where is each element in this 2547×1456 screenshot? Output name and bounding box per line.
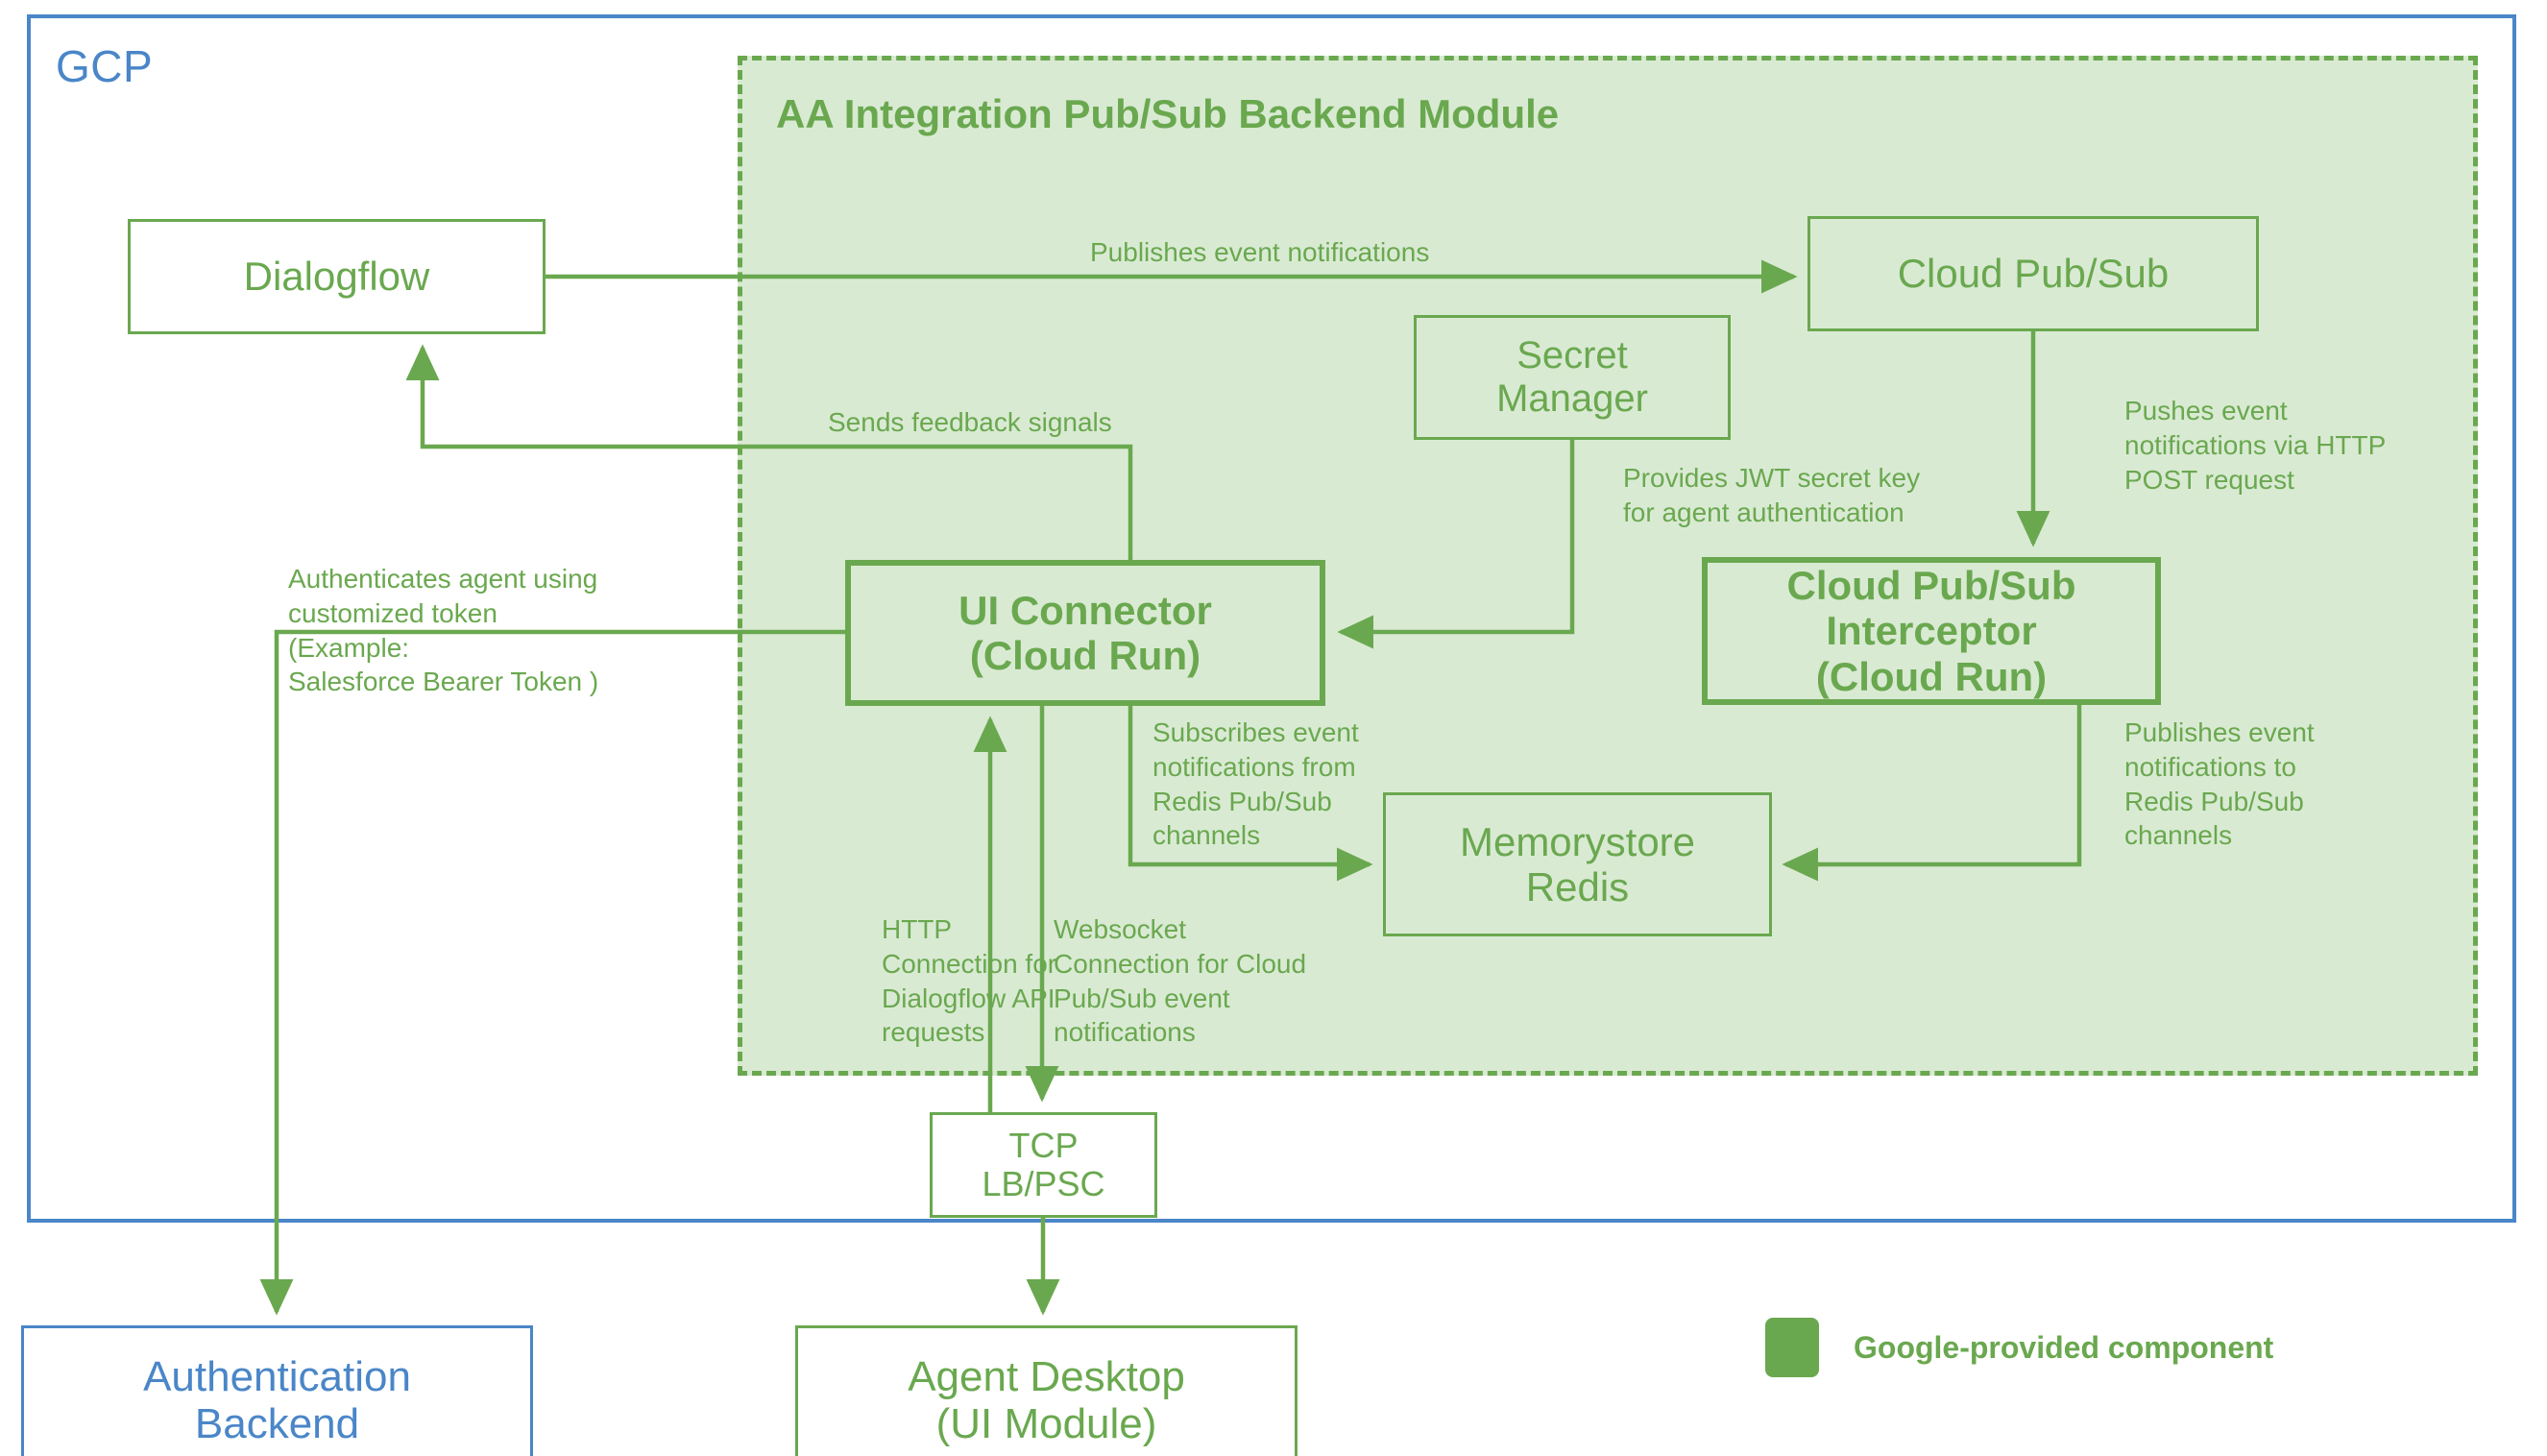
node-authentication-backend-label: Authentication Backend (143, 1352, 411, 1447)
gcp-label: GCP (56, 41, 154, 91)
legend-swatch-google-component (1765, 1318, 1819, 1377)
edge-label-sends-feedback-signals: Sends feedback signals (828, 407, 1112, 437)
node-memorystore-redis[interactable]: Memorystore Redis (1383, 792, 1772, 936)
node-cloud-pubsub-label: Cloud Pub/Sub (1897, 251, 2170, 297)
node-ui-connector-label: UI Connector (Cloud Run) (958, 587, 1212, 678)
edge-label-subscribes-event-notifications: Subscribes event notifications from Redi… (1152, 717, 1359, 851)
node-tcp-lb-psc-label: TCP LB/PSC (982, 1125, 1105, 1203)
edge-label-authenticates-agent: Authenticates agent using customized tok… (288, 564, 599, 697)
edge-label-pushes-event-http-post: Pushes event notifications via HTTP POST… (2124, 396, 2387, 495)
node-authentication-backend[interactable]: Authentication Backend (21, 1325, 533, 1456)
node-agent-desktop[interactable]: Agent Desktop (UI Module) (795, 1325, 1298, 1456)
edge-label-http-connection-dialogflow: HTTP Connection for Dialogflow API reque… (882, 914, 1057, 1048)
aa-integration-module-group (738, 56, 2478, 1076)
node-dialogflow-label: Dialogflow (243, 254, 430, 300)
gcp-boundary (27, 14, 2516, 1223)
legend-label: Google-provided component (1854, 1329, 2274, 1365)
edge-label-provides-jwt-secret-key: Provides JWT secret key for agent authen… (1623, 463, 1921, 527)
node-agent-desktop-label: Agent Desktop (UI Module) (908, 1352, 1185, 1447)
node-cloud-pubsub-interceptor-label: Cloud Pub/Sub Interceptor (Cloud Run) (1786, 563, 2076, 699)
node-memorystore-redis-label: Memorystore Redis (1459, 818, 1696, 910)
node-secret-manager-label: Secret Manager (1496, 334, 1648, 420)
node-tcp-lb-psc[interactable]: TCP LB/PSC (930, 1112, 1157, 1218)
node-cloud-pubsub[interactable]: Cloud Pub/Sub (1807, 216, 2259, 331)
edge-label-publishes-event-notifications: Publishes event notifications (1090, 237, 1430, 267)
edge-label-websocket-connection-pubsub: Websocket Connection for Cloud Pub/Sub e… (1054, 914, 1307, 1048)
node-dialogflow[interactable]: Dialogflow (128, 219, 546, 334)
node-secret-manager[interactable]: Secret Manager (1414, 315, 1731, 440)
edge-label-publishes-event-to-redis: Publishes event notifications to Redis P… (2124, 717, 2315, 851)
module-title: AA Integration Pub/Sub Backend Module (776, 91, 1560, 136)
node-cloud-pubsub-interceptor[interactable]: Cloud Pub/Sub Interceptor (Cloud Run) (1702, 557, 2161, 705)
legend: Google-provided component (1765, 1318, 2273, 1377)
node-ui-connector[interactable]: UI Connector (Cloud Run) (845, 560, 1325, 706)
